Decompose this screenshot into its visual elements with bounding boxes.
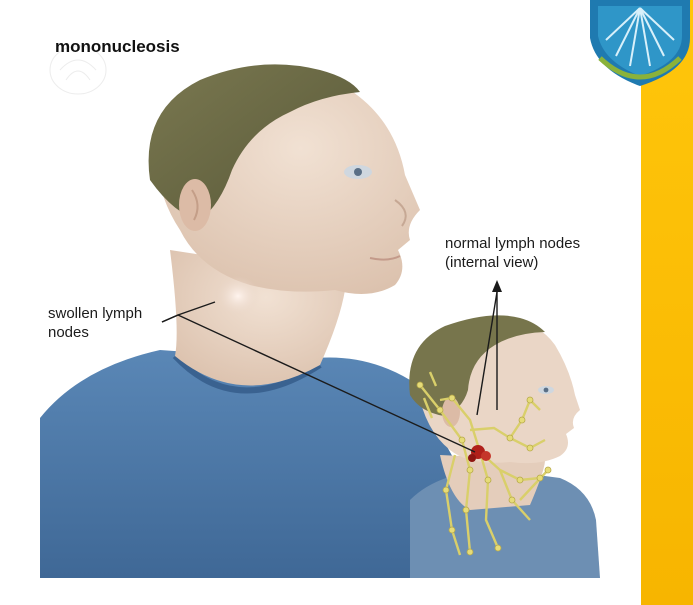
- logo-icon: [590, 0, 690, 86]
- label-normal-lymph-nodes: normal lymph nodes (internal view): [445, 234, 630, 272]
- figure-title: mononucleosis: [55, 37, 180, 57]
- label-swollen-lymph-nodes: swollen lymph nodes: [48, 304, 178, 342]
- label-normal-line1: normal lymph nodes: [445, 234, 630, 253]
- label-normal-line2: (internal view): [445, 253, 630, 272]
